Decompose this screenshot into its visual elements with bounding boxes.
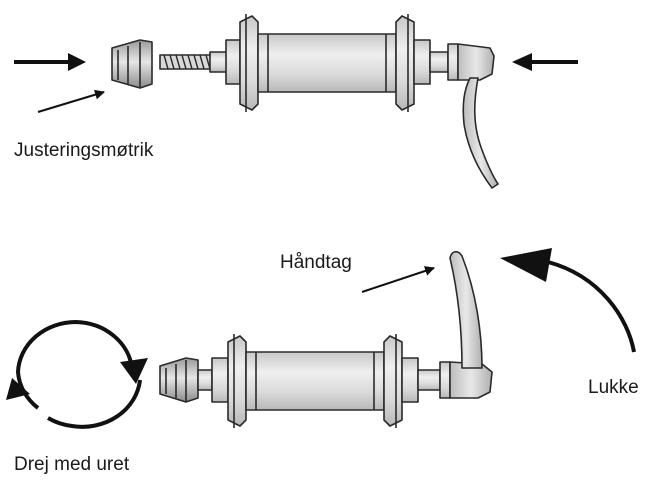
hub-body-top <box>209 14 449 112</box>
lever-label: Håndtag <box>280 252 352 273</box>
push-arrow-right-icon <box>512 53 578 71</box>
pointer-arrow-nut-icon <box>37 89 105 113</box>
quick-release-lever-closed <box>439 250 493 399</box>
hub-assembly-bottom <box>6 248 636 429</box>
adjusting-nut-top <box>111 39 153 89</box>
turn-clockwise-label: Drej med uret <box>14 454 130 475</box>
clockwise-rotation-icon <box>6 320 148 429</box>
quick-release-lever-open <box>447 43 499 189</box>
adjusting-nut-label: Justeringsmøtrik <box>14 140 154 161</box>
hub-body-bottom <box>197 334 441 428</box>
threaded-skewer <box>159 54 213 70</box>
pointer-arrow-lever-icon <box>361 266 435 293</box>
push-arrow-left-icon <box>14 53 86 71</box>
close-direction-arrow-icon <box>500 248 636 353</box>
adjusting-nut-bottom <box>159 357 199 403</box>
close-label: Lukke <box>588 377 639 398</box>
hub-assembly-top <box>14 14 578 189</box>
